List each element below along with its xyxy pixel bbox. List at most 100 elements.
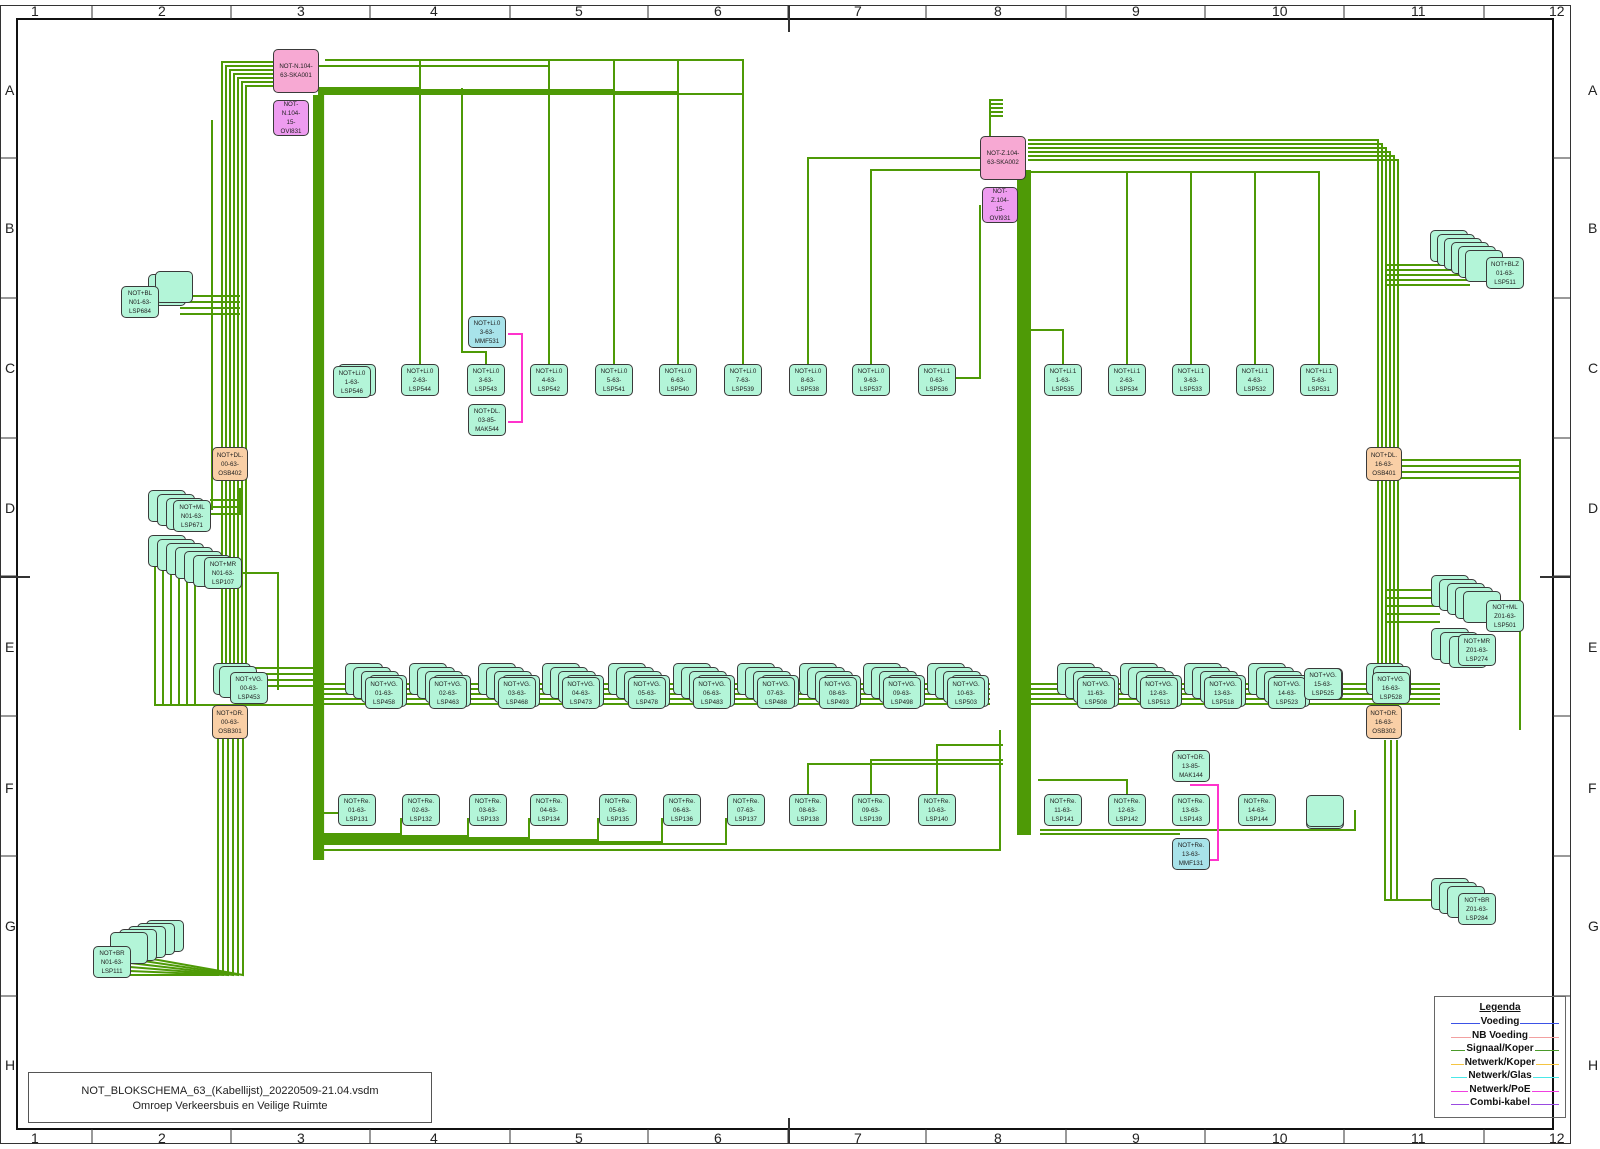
poe-cables — [508, 333, 1219, 861]
speaker-vg[interactable]: NOT+VG. 11-63- LSP508 — [1077, 677, 1115, 709]
speaker-vg[interactable]: NOT+VG. 15-63- LSP525 — [1304, 668, 1342, 700]
cabinet-ovi831[interactable]: NOT- N.104- 15- OVI831 — [273, 100, 309, 136]
ruler-column-label: 3 — [297, 1130, 305, 1146]
speaker-vg[interactable]: NOT+VG. 05-63- LSP478 — [628, 677, 666, 709]
speaker-vg[interactable]: NOT+VG. 10-63- LSP503 — [947, 677, 985, 709]
legend-item: Netwerk/Koper — [1435, 1056, 1565, 1071]
signal-cable — [989, 103, 1003, 141]
ruler-column-label: 10 — [1272, 1130, 1288, 1146]
speaker-re[interactable]: NOT+Re. 06-63- LSP136 — [663, 794, 701, 826]
signal-cable — [1028, 139, 1379, 730]
microphone-mmf531[interactable]: NOT+Li.0 3-63- MMF531 — [468, 316, 506, 348]
signal-cable — [229, 69, 296, 690]
speaker-br-z01[interactable]: NOT+BR Z01-63- LSP284 — [1458, 893, 1496, 925]
manual-call-mak544[interactable]: NOT+DL. 03-85- MAK544 — [468, 404, 506, 436]
ruler-row-label: D — [5, 500, 16, 516]
speaker-li[interactable]: NOT+Li.1 3-63- LSP533 — [1172, 364, 1210, 396]
speaker-vg[interactable]: NOT+VG. 00-63- LSP453 — [230, 672, 268, 704]
manual-call-mak144[interactable]: NOT+DR. 13-85- MAK144 — [1172, 750, 1210, 782]
speaker-re[interactable]: NOT+Re. 07-63- LSP137 — [727, 794, 765, 826]
signal-cable — [318, 87, 421, 364]
speaker-vg[interactable]: NOT+VG. 08-63- LSP493 — [819, 677, 857, 709]
speaker-re[interactable]: NOT+Re. 09-63- LSP139 — [852, 794, 890, 826]
ruler-row-label: G — [5, 918, 16, 934]
speaker-br-n01[interactable]: NOT+BR N01-63- LSP111 — [93, 946, 131, 978]
speaker-re[interactable]: NOT+Re. 13-63- LSP143 — [1172, 794, 1210, 826]
speaker-ml-n01[interactable]: NOT+ML N01-63- LSP671 — [173, 500, 211, 532]
re-cable — [322, 818, 530, 839]
speaker-vg[interactable]: NOT+VG. 02-63- LSP463 — [429, 677, 467, 709]
speaker-re[interactable]: NOT+Re. 10-63- LSP140 — [918, 794, 956, 826]
speaker-re[interactable]: NOT+Re. 03-63- LSP133 — [469, 794, 507, 826]
cabinet-ovi931[interactable]: NOT- Z.104- 15- OVI931 — [982, 187, 1018, 223]
speaker-li[interactable]: NOT+Li.0 7-63- LSP539 — [724, 364, 762, 396]
title-subtitle: Omroep Verkeersbuis en Veilige Ruimte — [132, 1100, 328, 1112]
osb-osb401[interactable]: NOT+DL. 16-63- OSB401 — [1366, 447, 1402, 481]
speaker-ml-z01[interactable]: NOT+ML Z01-63- LSP501 — [1486, 600, 1524, 632]
speaker-li[interactable]: NOT+Li.0 4-63- LSP542 — [530, 364, 568, 396]
re-cable — [322, 818, 663, 843]
speaker-blz-01[interactable]: NOT+BLZ 01-63- LSP511 — [1486, 257, 1524, 289]
osb-osb301[interactable]: NOT+DR. 00-63- OSB301 — [212, 705, 248, 739]
speaker-vg[interactable]: NOT+VG. 03-63- LSP468 — [498, 677, 536, 709]
signal-cable — [1018, 329, 1064, 364]
legend-label: Signaal/Koper — [1465, 1043, 1535, 1054]
microphone-mmf131[interactable]: NOT+Re. 13-63- MMF131 — [1172, 838, 1210, 870]
ruler-row-label: H — [5, 1057, 16, 1073]
speaker-li[interactable]: NOT+Li.0 3-63- LSP543 — [467, 364, 505, 396]
poe-cable — [508, 333, 523, 423]
speaker-vg[interactable]: NOT+VG. 14-63- LSP523 — [1268, 677, 1306, 709]
ruler-row-label: D — [1588, 500, 1599, 516]
cabinet-ska001[interactable]: NOT-N.104- 63-SKA001 — [273, 49, 319, 93]
title-block: NOT_BLOKSCHEMA_63_(Kabellijst)_20220509-… — [28, 1072, 432, 1123]
signal-cable — [937, 205, 981, 379]
speaker-vg[interactable]: NOT+VG. 06-63- LSP483 — [693, 677, 731, 709]
re-cable — [807, 763, 1003, 794]
speaker-re[interactable]: NOT+Re. 11-63- LSP141 — [1044, 794, 1082, 826]
speaker-vg[interactable]: NOT+VG. 07-63- LSP488 — [757, 677, 795, 709]
osb-osb302[interactable]: NOT+DR. 16-63- OSB302 — [1366, 705, 1402, 739]
speaker-mr-n01[interactable]: NOT+MR N01-63- LSP107 — [204, 557, 242, 589]
speaker-vg[interactable]: NOT+VG. 13-63- LSP518 — [1204, 677, 1242, 709]
ruler-column-label: 11 — [1411, 3, 1426, 19]
speaker-li[interactable]: NOT+Li.0 5-63- LSP541 — [595, 364, 633, 396]
speaker-li[interactable]: NOT+Li.1 2-63- LSP534 — [1108, 364, 1146, 396]
speaker-vg[interactable]: NOT+VG. 16-63- LSP528 — [1372, 672, 1410, 704]
cabinet-ska002[interactable]: NOT-Z.104- 63-SKA002 — [980, 136, 1026, 180]
speaker-mr-z01[interactable]: NOT+MR Z01-63- LSP274 — [1458, 634, 1496, 666]
signal-cable — [240, 572, 279, 690]
ruler-column-label: 1 — [31, 1130, 39, 1146]
speaker-vg[interactable]: NOT+VG. 09-63- LSP498 — [883, 677, 921, 709]
ruler-row-label: C — [1588, 360, 1599, 376]
ruler-row-label: F — [1588, 780, 1597, 796]
speaker-li[interactable]: NOT+Li.1 0-63- LSP536 — [918, 364, 956, 396]
speaker-li[interactable]: NOT+Li.1 1-63- LSP535 — [1044, 364, 1082, 396]
speaker-li[interactable]: NOT+Li.0 2-63- LSP544 — [401, 364, 439, 396]
speaker-vg[interactable]: NOT+VG. 12-63- LSP513 — [1140, 677, 1178, 709]
ruler-frame — [0, 5, 1571, 1144]
speaker-li[interactable]: NOT+Li.1 5-63- LSP531 — [1300, 364, 1338, 396]
speaker-re[interactable]: NOT+Re. 04-63- LSP134 — [530, 794, 568, 826]
legend-label: Netwerk/PoE — [1468, 1083, 1532, 1095]
signal-cable — [807, 157, 980, 364]
legend-item: Netwerk/PoE — [1435, 1083, 1565, 1098]
ruler-column-label: 4 — [430, 3, 438, 19]
speaker-li[interactable]: NOT+Li.0 9-63- LSP537 — [852, 364, 890, 396]
speaker-li[interactable]: NOT+Li.0 8-63- LSP538 — [789, 364, 827, 396]
ruler-column-label: 4 — [430, 1130, 438, 1146]
speaker-re[interactable]: NOT+Re. 14-63- LSP144 — [1238, 794, 1276, 826]
speaker-li[interactable]: NOT+Li.0 1-63- LSP546 — [333, 366, 371, 398]
speaker-vg[interactable]: NOT+VG. 04-63- LSP473 — [562, 677, 600, 709]
speaker-re[interactable]: NOT+Re. 01-63- LSP131 — [338, 794, 376, 826]
speaker-li[interactable]: NOT+Li.1 4-63- LSP532 — [1236, 364, 1274, 396]
osb-osb402[interactable]: NOT+DL. 00-63- OSB402 — [212, 447, 248, 481]
speaker-re[interactable]: NOT+Re. 12-63- LSP142 — [1108, 794, 1146, 826]
speaker-li[interactable]: NOT+Li.0 6-63- LSP540 — [659, 364, 697, 396]
speaker-bl-n01[interactable]: NOT+BL N01-63- LSP684 — [121, 286, 159, 318]
speaker-vg[interactable]: NOT+VG. 01-63- LSP458 — [365, 677, 403, 709]
speaker-re[interactable]: NOT+Re. 08-63- LSP138 — [789, 794, 827, 826]
speaker-re[interactable]: NOT+Re. 02-63- LSP132 — [402, 794, 440, 826]
ruler-column-label: 9 — [1132, 3, 1140, 19]
signal-cable — [870, 169, 980, 364]
speaker-re[interactable]: NOT+Re. 05-63- LSP135 — [599, 794, 637, 826]
